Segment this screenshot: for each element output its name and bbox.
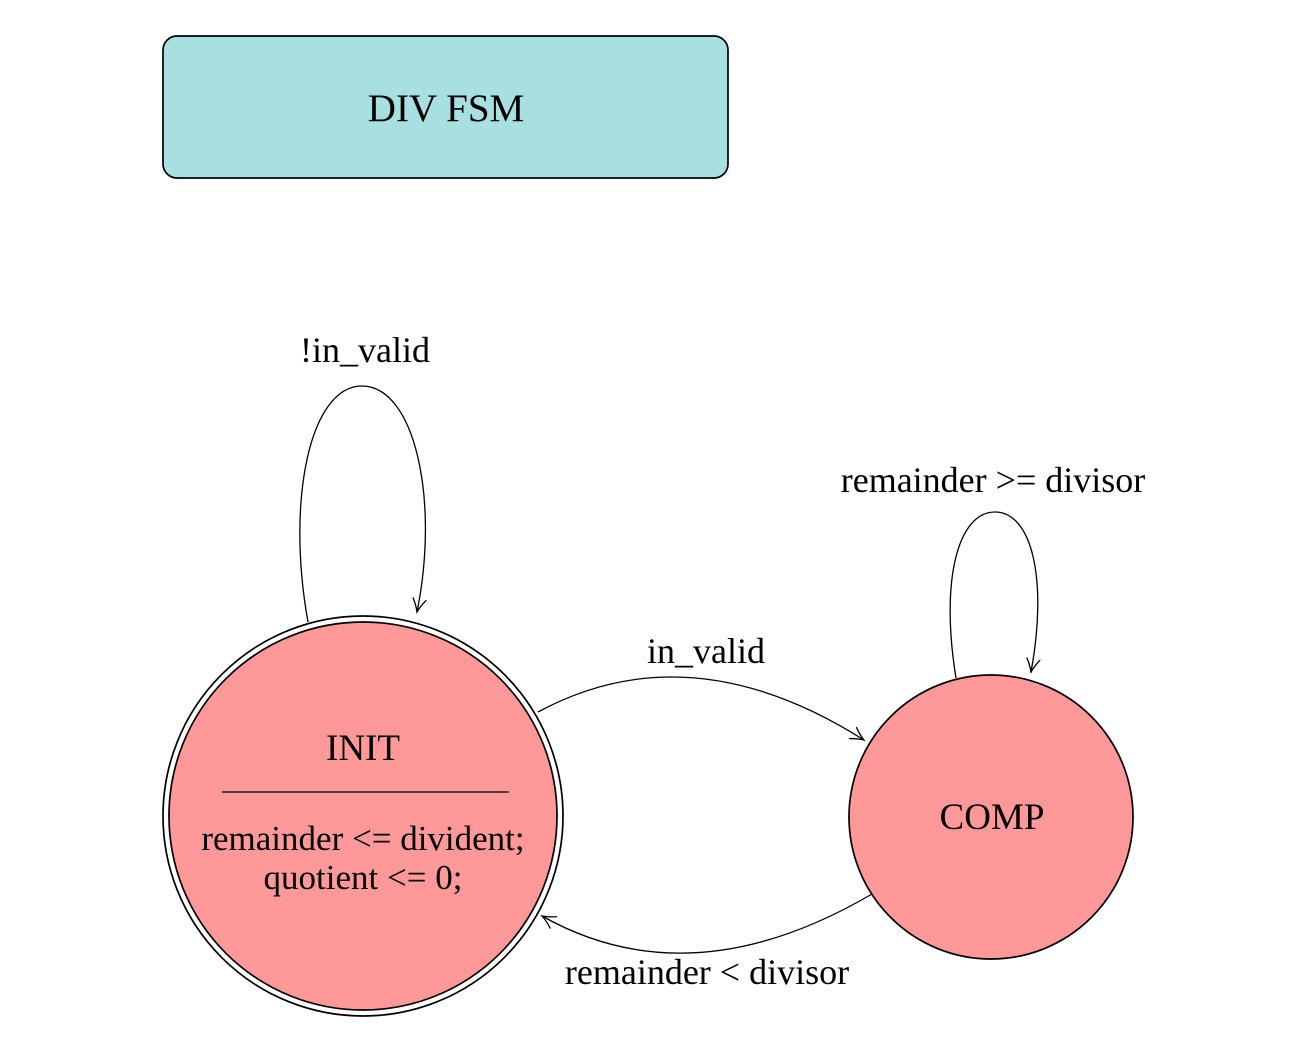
state-comp-label: COMP xyxy=(940,797,1045,838)
state-comp: COMP xyxy=(848,674,1134,960)
transition-init-to-comp-path xyxy=(537,676,866,742)
title-label: DIV FSM xyxy=(368,87,524,130)
transition-comp-to-init-path xyxy=(540,893,873,954)
title-box xyxy=(162,35,729,179)
state-init-action-2: quotient <= 0; xyxy=(264,858,463,897)
state-init-action-1: remainder <= divident; xyxy=(201,819,524,858)
state-init-body xyxy=(168,621,558,1011)
transition-comp-self-path xyxy=(949,511,1041,679)
transition-comp-self-label: remainder >= divisor xyxy=(841,460,1146,500)
state-init-label: INIT xyxy=(326,728,400,769)
transition-init-self-path xyxy=(299,385,427,623)
transition-comp-to-init-label: remainder < divisor xyxy=(565,952,849,992)
title-box-group: DIV FSM xyxy=(162,35,729,179)
state-init: INIT remainder <= divident; quotient <= … xyxy=(162,615,564,1017)
state-comp-body xyxy=(848,674,1134,960)
transitions-group: !in_valid in_valid remainder >= divisor … xyxy=(299,330,1146,992)
transition-init-to-comp-label: in_valid xyxy=(647,631,765,671)
transition-init-self-label: !in_valid xyxy=(300,330,430,370)
